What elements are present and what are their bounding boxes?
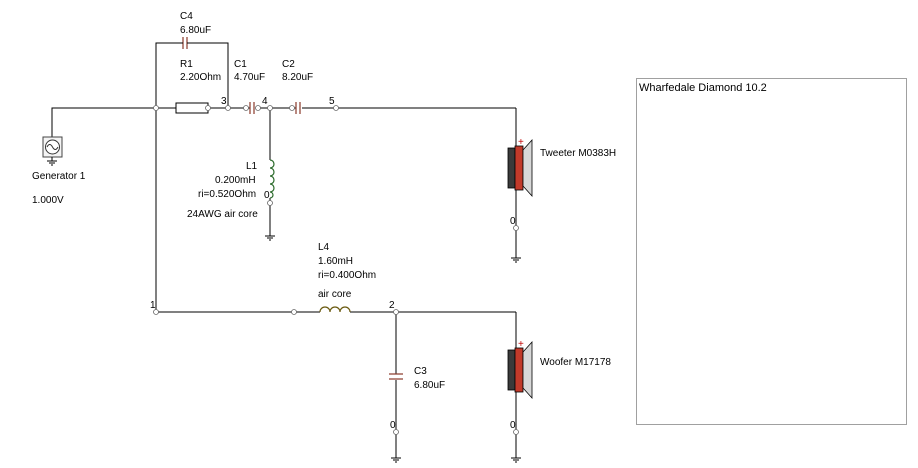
l1-ground-node-label: 0 [264, 190, 270, 201]
inductor-l1[interactable] [269, 159, 275, 199]
c4-name-label: C4 [180, 11, 193, 22]
generator-name-label: Generator 1 [32, 171, 86, 182]
c2-value-label: 8.20uF [282, 72, 313, 83]
capacitor-c3[interactable] [389, 373, 403, 380]
inductor-l4[interactable] [319, 306, 351, 313]
woofer-ground-node-label: 0 [510, 420, 516, 431]
c3-name-label: C3 [414, 366, 427, 377]
l1-resistance-label: ri=0.520Ohm [198, 189, 256, 200]
r1-value-label: 2.20Ohm [180, 72, 221, 83]
resistor-r1[interactable] [175, 102, 209, 114]
info-panel[interactable]: Wharfedale Diamond 10.2 [636, 78, 907, 425]
tweeter-name-label: Tweeter M0383H [540, 148, 616, 159]
r1-name-label: R1 [180, 59, 193, 70]
c1-value-label: 4.70uF [234, 72, 265, 83]
generator-value-label: 1.000V [32, 195, 64, 206]
terminals [153, 105, 519, 435]
l1-value-label: 0.200mH [215, 175, 256, 186]
woofer-speaker[interactable] [507, 340, 533, 400]
c4-value-label: 6.80uF [180, 25, 211, 36]
woofer-plus-label: + [518, 339, 524, 350]
tweeter-plus-label: + [518, 137, 524, 148]
ground-c3-icon [391, 457, 401, 463]
l4-core-label: air core [318, 289, 352, 300]
node-4-label: 4 [262, 96, 268, 107]
ground-woofer-icon [511, 457, 521, 463]
tweeter-ground-node-label: 0 [510, 216, 516, 227]
node-3-label: 3 [221, 96, 227, 107]
l1-core-label: 24AWG air core [187, 209, 258, 220]
generator-symbol[interactable] [42, 136, 63, 166]
woofer-name-label: Woofer M17178 [540, 357, 611, 368]
tweeter-speaker[interactable] [507, 138, 533, 198]
c3-value-label: 6.80uF [414, 380, 445, 391]
l1-name-label: L1 [246, 161, 258, 172]
l4-value-label: 1.60mH [318, 256, 353, 267]
node-5-label: 5 [329, 96, 335, 107]
ground-tweeter-icon [511, 257, 521, 263]
node-2-label: 2 [389, 300, 395, 311]
c2-name-label: C2 [282, 59, 295, 70]
capacitor-c4[interactable] [178, 37, 192, 49]
wires [51, 42, 517, 458]
capacitor-c2[interactable] [295, 102, 301, 114]
l4-resistance-label: ri=0.400Ohm [318, 270, 376, 281]
ground-l1-icon [265, 235, 275, 241]
c1-name-label: C1 [234, 59, 247, 70]
l4-name-label: L4 [318, 242, 330, 253]
panel-title: Wharfedale Diamond 10.2 [639, 82, 767, 94]
c3-ground-node-label: 0 [390, 420, 396, 431]
capacitor-c1[interactable] [249, 102, 255, 114]
node-1-label: 1 [150, 300, 156, 311]
